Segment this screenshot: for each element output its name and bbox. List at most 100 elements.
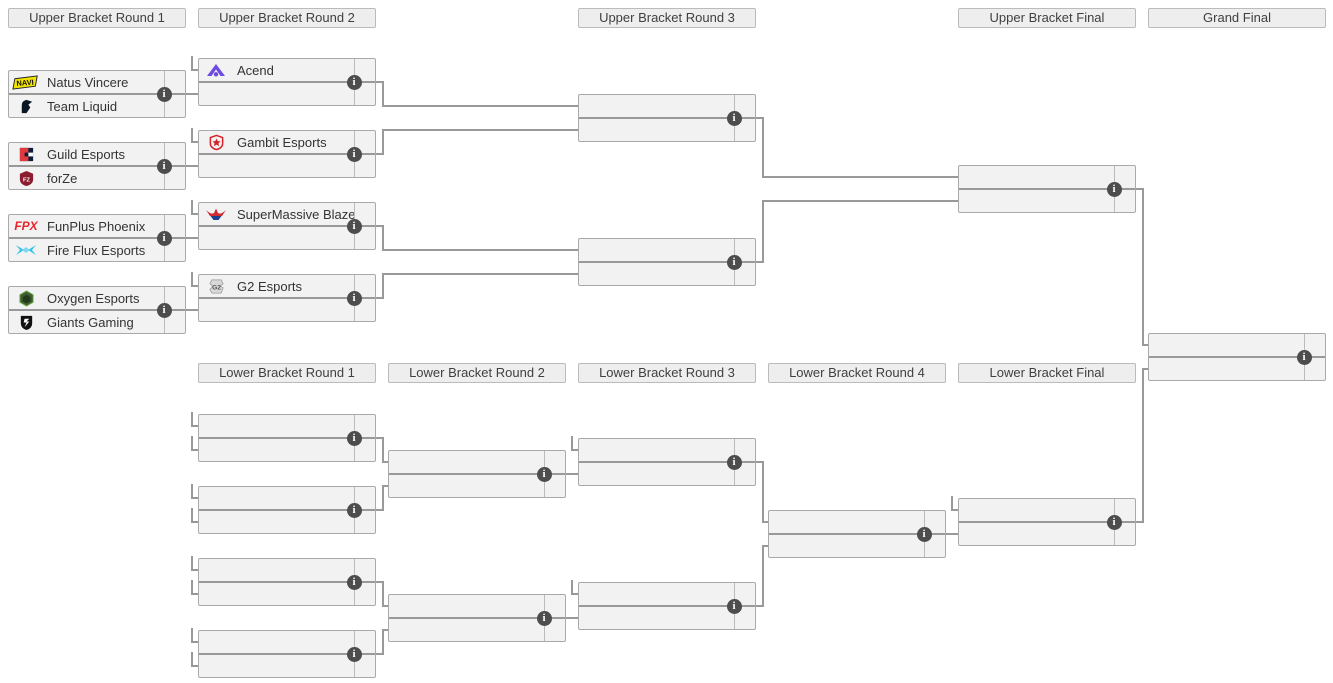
- oxygen-logo-icon: [9, 288, 43, 308]
- bracket-connector-line: [756, 117, 764, 119]
- bracket-connector-line: [186, 93, 198, 95]
- bracket-connector-line: [1142, 188, 1144, 346]
- bracket-connector-line: [376, 509, 384, 511]
- bracket-connector-line: [191, 497, 198, 499]
- match-row-divider: [579, 117, 755, 119]
- team-slot: SuperMassive Blaze: [199, 203, 375, 225]
- bracket-connector-line: [376, 153, 384, 155]
- bracket-connector-line: [191, 200, 193, 215]
- bracket-connector-line: [376, 225, 384, 227]
- bracket-connector-line: [376, 653, 384, 655]
- bracket-connector-line: [191, 56, 193, 71]
- bracket-connector-line: [951, 496, 953, 511]
- giants-logo-icon: [9, 312, 43, 332]
- match-row-divider: [199, 581, 375, 583]
- bracket-connector-line: [191, 436, 193, 451]
- bracket-connector-line: [191, 556, 193, 571]
- svg-text:FPX: FPX: [14, 219, 38, 233]
- match-info-icon[interactable]: i: [346, 502, 362, 518]
- team-slot: Giants Gaming: [9, 311, 185, 333]
- bracket-connector-line: [191, 425, 198, 427]
- round-header-lower-bracket-round-2: Lower Bracket Round 2: [388, 363, 566, 383]
- smb-logo-icon: [199, 204, 233, 224]
- bracket-connector-line: [382, 461, 388, 463]
- bracket-connector-line: [191, 665, 198, 667]
- bracket-connector-line: [382, 437, 384, 463]
- match-info-icon[interactable]: i: [346, 430, 362, 446]
- match-row-divider: [199, 437, 375, 439]
- match-info-icon[interactable]: i: [346, 218, 362, 234]
- match-row-divider: [9, 237, 185, 239]
- match-info-icon[interactable]: i: [726, 110, 742, 126]
- match-info-icon[interactable]: i: [346, 574, 362, 590]
- round-header-lower-bracket-round-3: Lower Bracket Round 3: [578, 363, 756, 383]
- bracket-connector-line: [1142, 368, 1148, 370]
- match-info-icon[interactable]: i: [726, 254, 742, 270]
- bracket-connector-line: [191, 521, 198, 523]
- bracket-connector-line: [1136, 521, 1144, 523]
- match-info-icon[interactable]: i: [1106, 514, 1122, 530]
- match-info-icon[interactable]: i: [726, 598, 742, 614]
- match-info-icon[interactable]: i: [536, 466, 552, 482]
- bracket-connector-line: [756, 605, 764, 607]
- team-slot: Team Liquid: [9, 95, 185, 117]
- match-info-icon[interactable]: i: [156, 86, 172, 102]
- match-lb-final: [958, 498, 1136, 546]
- bracket-connector-line: [756, 261, 764, 263]
- team-slot: Fire Flux Esports: [9, 239, 185, 261]
- team-slot: Guild Esports: [9, 143, 185, 165]
- match-grand-final: [1148, 333, 1326, 381]
- match-info-icon[interactable]: i: [536, 610, 552, 626]
- match-info-icon[interactable]: i: [156, 302, 172, 318]
- bracket-connector-line: [376, 81, 384, 83]
- bracket-connector-line: [566, 617, 578, 619]
- bracket-connector-line: [762, 545, 768, 547]
- bracket-connector-line: [191, 580, 193, 595]
- bracket-connector-line: [951, 509, 958, 511]
- round-header-lower-bracket-round-1: Lower Bracket Round 1: [198, 363, 376, 383]
- match-ub-r2-m2: Gambit Esports: [198, 130, 376, 178]
- match-ub-r3-m1: [578, 94, 756, 142]
- match-info-icon[interactable]: i: [346, 290, 362, 306]
- bracket-connector-line: [946, 533, 958, 535]
- round-header-upper-bracket-round-3: Upper Bracket Round 3: [578, 8, 756, 28]
- bracket-connector-line: [191, 449, 198, 451]
- round-header-lower-bracket-round-4: Lower Bracket Round 4: [768, 363, 946, 383]
- round-header-upper-bracket-round-2: Upper Bracket Round 2: [198, 8, 376, 28]
- bracket-connector-line: [762, 545, 764, 607]
- match-info-icon[interactable]: i: [156, 158, 172, 174]
- match-info-icon[interactable]: i: [156, 230, 172, 246]
- match-info-icon[interactable]: i: [1296, 349, 1312, 365]
- match-row-divider: [199, 509, 375, 511]
- bracket-connector-line: [191, 285, 198, 287]
- bracket-connector-line: [1142, 344, 1148, 346]
- match-info-icon[interactable]: i: [346, 646, 362, 662]
- match-row-divider: [959, 521, 1135, 523]
- bracket-connector-line: [191, 272, 193, 287]
- bracket-connector-line: [382, 581, 384, 607]
- match-row-divider: [579, 461, 755, 463]
- match-row-divider: [9, 165, 185, 167]
- match-info-icon[interactable]: i: [726, 454, 742, 470]
- match-row-divider: [579, 261, 755, 263]
- bracket-connector-line: [1136, 188, 1144, 190]
- match-row-divider: [769, 533, 945, 535]
- match-info-icon[interactable]: i: [346, 146, 362, 162]
- match-info-icon[interactable]: i: [1106, 181, 1122, 197]
- liquid-logo-icon: [9, 96, 43, 116]
- bracket-connector-line: [186, 165, 198, 167]
- bracket-connector-line: [762, 200, 764, 263]
- bracket-connector-line: [186, 237, 198, 239]
- guild-logo-icon: [9, 144, 43, 164]
- match-row-divider: [389, 473, 565, 475]
- bracket-connector-line: [571, 436, 573, 451]
- match-lb-r3-m1: [578, 438, 756, 486]
- match-info-icon[interactable]: i: [916, 526, 932, 542]
- bracket-connector-line: [566, 473, 578, 475]
- match-info-icon[interactable]: i: [346, 74, 362, 90]
- bracket-connector-line: [191, 213, 198, 215]
